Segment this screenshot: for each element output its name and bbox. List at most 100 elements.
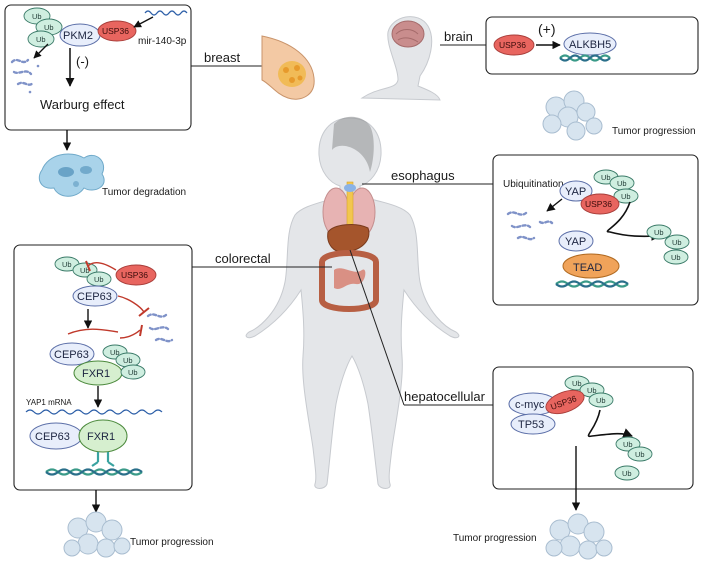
c-myc-label: c-myc	[515, 399, 545, 411]
svg-text:Ub: Ub	[621, 192, 631, 201]
human-body-figure	[245, 116, 460, 489]
ubiquitin-chain-b: Ub Ub Ub	[102, 344, 146, 380]
inhibition-line-1	[87, 262, 117, 271]
svg-text:Ub: Ub	[32, 12, 42, 21]
fxr1-protein-b	[78, 419, 128, 453]
warburg-effect-label: Warburg effect	[40, 97, 125, 112]
tumor-cluster-hepato	[545, 513, 613, 560]
label-breast: breast	[204, 50, 241, 65]
degradation-arrow	[33, 43, 49, 59]
yap1-mrna-label: YAP1 mRNA	[26, 398, 72, 407]
usp36-protein	[115, 264, 157, 286]
label-hepatocellular: hepatocellular	[404, 389, 486, 404]
binding-stem	[91, 452, 115, 467]
fxr1-label-b: FXR1	[87, 431, 115, 443]
brain-panel: USP36 (+) ALKBH5	[485, 16, 699, 75]
yap-label: YAP	[565, 186, 586, 198]
breast-panel: Ub Ub Ub PKM2 USP36 mir-140-3p (-) Warbu…	[4, 4, 192, 131]
alkbh5-label: ALKBH5	[569, 39, 611, 51]
svg-text:Ub: Ub	[123, 356, 133, 365]
fxr1-label: FXR1	[82, 368, 110, 380]
organ-overlay	[319, 181, 379, 312]
cep63-protein-b	[49, 342, 95, 366]
esophagus-panel-frame	[492, 154, 699, 306]
colorectal-outcome-label: Tumor progression	[130, 537, 214, 548]
ubiquitination-arrow	[546, 198, 563, 212]
svg-text:Ub: Ub	[80, 266, 90, 275]
usp36-protein	[97, 20, 137, 42]
svg-text:Ub: Ub	[36, 35, 46, 44]
deubiquitination-arrow	[587, 409, 633, 438]
hepato-outcome-label: Tumor progression	[453, 533, 537, 544]
breast-organ-icon	[261, 35, 315, 100]
mrna-strand	[25, 409, 163, 415]
svg-text:Ub: Ub	[623, 440, 633, 449]
tead-label: TEAD	[573, 262, 602, 274]
tead-protein	[562, 253, 620, 279]
degraded-yap-fragments	[506, 211, 554, 241]
tumor-degradation-label: Tumor degradation	[102, 187, 186, 198]
yap-protein-stable	[558, 230, 594, 252]
colorectal-panel: Ub Ub Ub USP36 CEP63 CEP63 FXR1 Ub Ub Ub…	[13, 244, 193, 491]
usp36-label: USP36	[121, 270, 148, 280]
mirna-strand	[144, 10, 188, 16]
usp36-label: USP36	[102, 26, 129, 36]
svg-text:Ub: Ub	[587, 386, 597, 395]
svg-text:Ub: Ub	[635, 450, 645, 459]
degraded-protein-fragments	[146, 313, 174, 343]
ubiquitin-chain: Ub Ub Ub	[564, 375, 614, 408]
mirna-label: mir-140-3p	[138, 36, 187, 47]
usp36-label: USP36	[585, 199, 612, 209]
hepatocellular-panel: c-myc TP53 Ub Ub Ub USP36 Ub Ub Ub	[492, 366, 694, 490]
usp36-protein	[493, 34, 535, 56]
head-with-brain-icon	[360, 16, 441, 101]
cep63-label-c: CEP63	[35, 431, 70, 443]
svg-text:Ub: Ub	[672, 238, 682, 247]
inhibition-line-2	[117, 295, 145, 313]
svg-text:Ub: Ub	[572, 379, 582, 388]
pkm2-label: PKM2	[63, 30, 93, 42]
label-colorectal: colorectal	[215, 251, 271, 266]
cep63-label-b: CEP63	[54, 349, 89, 361]
tp53-protein	[510, 413, 556, 435]
svg-text:Ub: Ub	[596, 396, 606, 405]
svg-text:Ub: Ub	[654, 228, 664, 237]
organ-connectors	[191, 44, 493, 406]
activate-sign: (+)	[538, 21, 556, 37]
dna-strand	[559, 54, 611, 62]
esophagus-panel: Ubiquitination YAP Ub Ub Ub USP36 Ub Ub …	[492, 154, 699, 306]
usp36-label: USP36	[499, 40, 526, 50]
svg-text:Ub: Ub	[128, 368, 138, 377]
yap-label-stable: YAP	[565, 236, 586, 248]
inhibition-line-3	[67, 328, 119, 335]
ubiquitin-chain: Ub Ub Ub	[23, 7, 63, 48]
label-brain: brain	[444, 29, 473, 44]
inhibit-sign: (-)	[76, 54, 89, 69]
cep63-protein	[72, 285, 118, 307]
tumor-cluster-colorectal	[63, 511, 131, 558]
cep63-label: CEP63	[77, 291, 112, 303]
usp36-protein	[545, 389, 585, 415]
label-esophagus: esophagus	[391, 168, 455, 183]
svg-text:Ub: Ub	[110, 348, 120, 357]
released-ubiquitin: Ub Ub Ub	[646, 224, 690, 265]
tumor-degradation-illustration	[38, 153, 105, 197]
brain-outcome-label: Tumor progression	[612, 126, 696, 137]
svg-text:Ub: Ub	[617, 179, 627, 188]
tp53-label: TP53	[518, 419, 544, 431]
ubiquitin-chain: Ub Ub Ub	[54, 256, 112, 287]
degraded-protein-fragments	[10, 58, 35, 86]
usp36-protein	[580, 193, 620, 215]
svg-text:Ub: Ub	[62, 260, 72, 269]
svg-text:Ub: Ub	[601, 173, 611, 182]
svg-text:Ub: Ub	[671, 253, 681, 262]
mirna-arrow	[133, 16, 154, 28]
ubiquitination-label: Ubiquitination	[503, 179, 564, 190]
svg-text:Ub: Ub	[44, 23, 54, 32]
yap-protein	[559, 180, 593, 202]
tumor-cluster-brain	[542, 90, 603, 141]
svg-text:Ub: Ub	[94, 275, 104, 284]
alkbh5-protein	[563, 32, 617, 56]
svg-text:Ub: Ub	[622, 469, 632, 478]
